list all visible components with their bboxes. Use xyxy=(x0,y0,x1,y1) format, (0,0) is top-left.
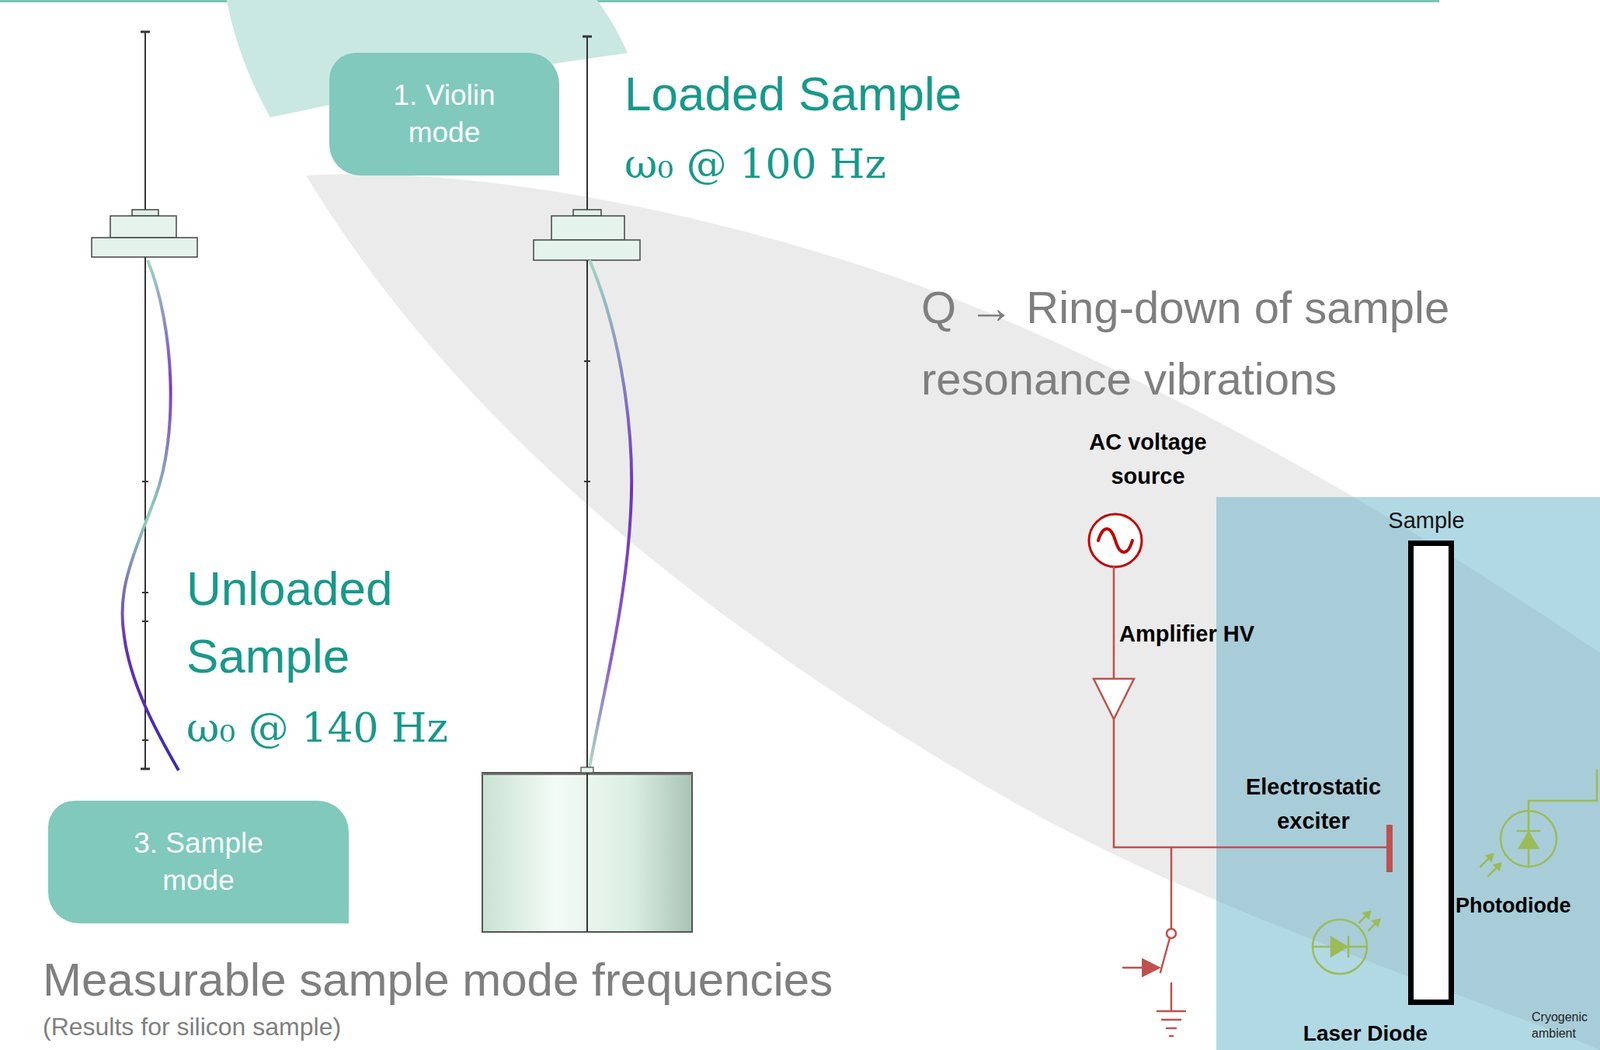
case-title: Loaded Sample xyxy=(624,65,962,123)
component-label: Photodiode xyxy=(1455,893,1571,919)
section-heading: Measurable sample mode frequencies xyxy=(42,952,833,1009)
node-text: Sample xyxy=(1371,506,1482,536)
callout-box: 1. Violin mode xyxy=(329,52,560,176)
callout-box: 3. Sample mode xyxy=(48,800,349,924)
component-label: AC voltage source xyxy=(1062,425,1234,494)
component-label: Amplifier HV xyxy=(1116,617,1257,652)
sample-bar: Sample xyxy=(1371,506,1482,1006)
excitation-circuit xyxy=(1088,514,1217,1037)
sample-body xyxy=(1408,540,1454,1006)
method-note: Q → Ring-down of sample resonance vibrat… xyxy=(921,271,1596,414)
node-text: 1. Violin mode xyxy=(354,76,534,152)
exciter-plate xyxy=(1386,824,1393,873)
photodiode-symbol xyxy=(1480,770,1597,877)
unloaded-sample-figure xyxy=(91,31,198,771)
grey-band xyxy=(306,173,1600,1050)
section-note: (Results for silicon sample) xyxy=(42,1012,341,1042)
component-label: Laser Diode xyxy=(1295,1020,1436,1047)
frequency-value: ω₀ @ 100 Hz xyxy=(624,139,887,188)
case-title: Unloaded Sample xyxy=(186,555,443,691)
top-rule xyxy=(0,0,1440,3)
frequency-value: ω₀ @ 140 Hz xyxy=(186,703,449,752)
laser-diode-symbol xyxy=(1312,911,1380,974)
component-label: Electrostatic exciter xyxy=(1220,770,1407,839)
cryostat-region: Cryogenic ambient Sample xyxy=(1216,497,1600,1050)
node-text: Cryogenic ambient xyxy=(1531,1009,1594,1043)
node-text: 3. Sample mode xyxy=(109,824,289,900)
